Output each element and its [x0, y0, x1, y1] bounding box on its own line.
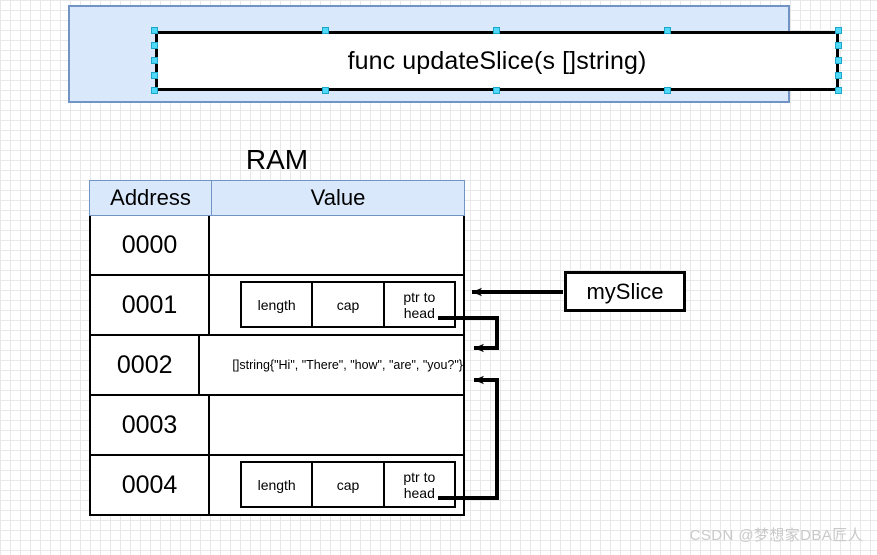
- row-value-0003: [210, 396, 465, 456]
- selection-handle-n[interactable]: [493, 27, 500, 34]
- column-header-value: Value: [310, 185, 366, 210]
- ram-table-header-row: Address Value: [89, 180, 465, 216]
- selection-handle-s[interactable]: [493, 87, 500, 94]
- selection-handle-ne[interactable]: [835, 27, 842, 34]
- row-address-0001: 0001: [89, 276, 210, 336]
- row-value-0000: [210, 216, 465, 276]
- selection-handle-s-right[interactable]: [664, 87, 671, 94]
- slice-field-length: length: [242, 283, 314, 326]
- row-value-0001: length cap ptr to head: [210, 276, 465, 336]
- slice-field-cap: cap: [313, 463, 385, 506]
- selection-handle-nw[interactable]: [151, 27, 158, 34]
- table-row[interactable]: 0003: [89, 396, 465, 456]
- selection-handle-w-upper[interactable]: [151, 42, 158, 49]
- backing-array-literal: []string{"Hi", "There", "how", "are", "y…: [232, 358, 463, 372]
- table-row[interactable]: 0002 []string{"Hi", "There", "how", "are…: [89, 336, 465, 396]
- selection-handle-se[interactable]: [835, 87, 842, 94]
- slice-field-ptr-line1: ptr to: [403, 468, 436, 485]
- selection-handle-e-lower[interactable]: [835, 72, 842, 79]
- myslice-label-box[interactable]: mySlice: [564, 271, 686, 312]
- selection-handle-e[interactable]: [835, 57, 842, 64]
- table-row[interactable]: 0001 length cap ptr to head: [89, 276, 465, 336]
- selection-handle-sw[interactable]: [151, 87, 158, 94]
- selection-handle-e-upper[interactable]: [835, 42, 842, 49]
- myslice-label-text: mySlice: [586, 278, 664, 304]
- function-signature-box[interactable]: func updateSlice(s []string): [155, 31, 839, 91]
- slice-header-struct-0001[interactable]: length cap ptr to head: [240, 281, 456, 328]
- ram-title: RAM: [245, 144, 309, 175]
- slice-field-ptr-line1: ptr to: [403, 288, 436, 305]
- slice-field-ptr-line2: head: [403, 484, 435, 501]
- function-signature-label: func updateSlice(s []string): [347, 46, 647, 75]
- table-row[interactable]: 0000: [89, 216, 465, 276]
- selection-handle-w-lower[interactable]: [151, 72, 158, 79]
- row-value-0004: length cap ptr to head: [210, 456, 465, 516]
- row-address-0000: 0000: [89, 216, 210, 276]
- csdn-watermark: CSDN @梦想家DBA匠人: [689, 527, 863, 544]
- ram-table: Address Value 0000 0001 length cap ptr t…: [89, 180, 465, 516]
- row-value-0002: []string{"Hi", "There", "how", "are", "y…: [200, 336, 465, 396]
- slice-field-ptr-to-head: ptr to head: [385, 463, 454, 506]
- slice-field-ptr-to-head: ptr to head: [385, 283, 454, 326]
- slice-field-ptr-line2: head: [403, 304, 435, 321]
- row-address-0004: 0004: [89, 456, 210, 516]
- column-header-address: Address: [90, 181, 212, 215]
- selection-handle-s-left[interactable]: [322, 87, 329, 94]
- slice-field-length: length: [242, 463, 314, 506]
- selection-handle-n-right[interactable]: [664, 27, 671, 34]
- function-scope-container[interactable]: func updateSlice(s []string): [68, 5, 842, 103]
- row-address-0003: 0003: [89, 396, 210, 456]
- row-address-0002: 0002: [89, 336, 201, 396]
- selection-handle-w[interactable]: [151, 57, 158, 64]
- slice-header-struct-0004[interactable]: length cap ptr to head: [240, 461, 456, 508]
- table-row[interactable]: 0004 length cap ptr to head: [89, 456, 465, 516]
- selection-handle-n-left[interactable]: [322, 27, 329, 34]
- slice-field-cap: cap: [313, 283, 385, 326]
